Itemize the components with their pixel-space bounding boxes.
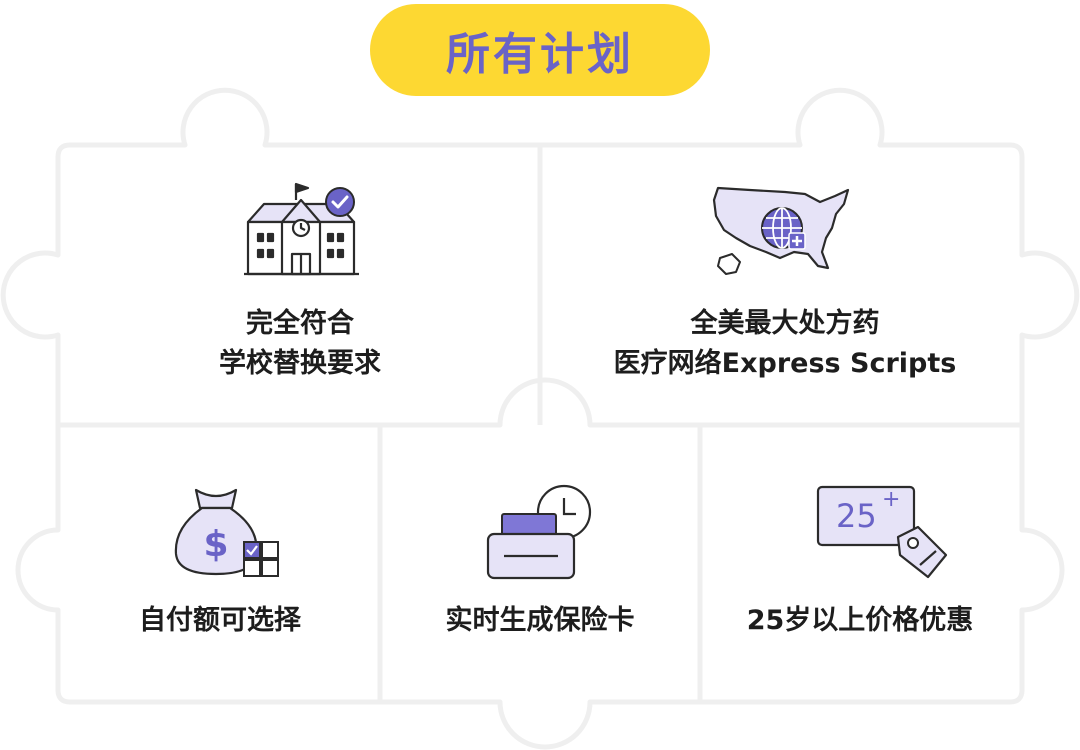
age-plus: +	[882, 487, 901, 512]
feature-line: 完全符合	[246, 308, 354, 339]
tag-shape	[816, 485, 948, 579]
age-number: 25	[836, 497, 877, 535]
us-map-globe-icon	[712, 186, 850, 275]
feature-line: 实时生成保险卡	[445, 605, 635, 636]
feature-deductible-choice: 自付额可选择	[110, 601, 330, 641]
feature-line: 25岁以上价格优惠	[746, 605, 974, 636]
insurance-card-clock-icon	[486, 484, 592, 580]
feature-line: 全美最大处方药	[690, 308, 880, 339]
svg-text:$: $	[203, 524, 228, 565]
feature-line: 自付额可选择	[139, 605, 301, 636]
school-check-icon	[244, 182, 359, 276]
feature-age-discount: 25岁以上价格优惠	[720, 601, 1000, 641]
age-price-tag-icon: 25 +	[816, 485, 951, 585]
money-bag-icon: $	[174, 488, 279, 577]
feature-line: 学校替换要求	[219, 348, 381, 379]
feature-express-scripts: 全美最大处方药 医疗网络Express Scripts	[590, 304, 980, 384]
page-title: 所有计划	[446, 29, 634, 80]
feature-instant-card: 实时生成保险卡	[420, 601, 660, 641]
feature-school-requirements: 完全符合 学校替换要求	[150, 304, 450, 384]
feature-line: 医疗网络Express Scripts	[613, 348, 957, 379]
title-badge: 所有计划	[370, 4, 710, 96]
